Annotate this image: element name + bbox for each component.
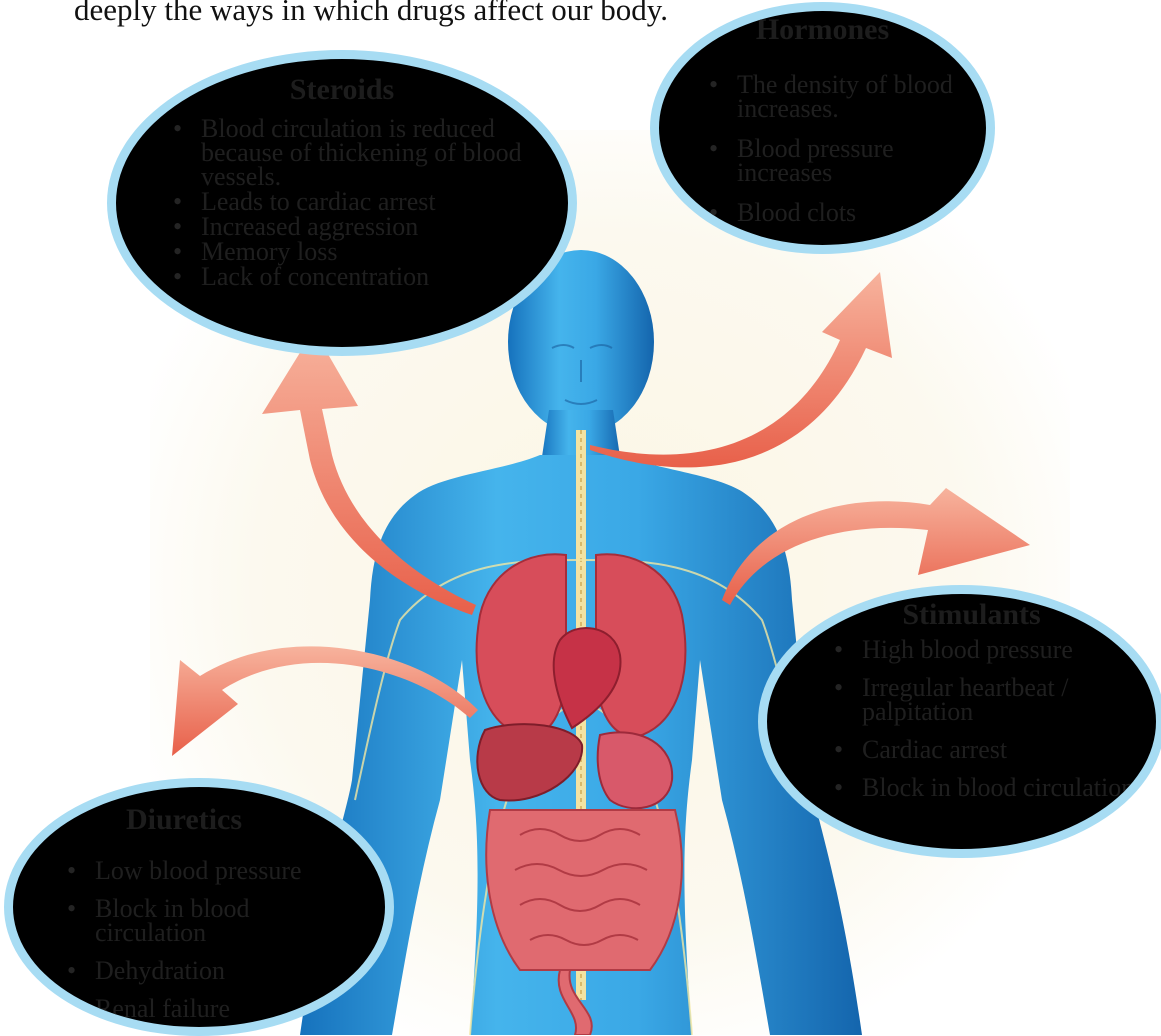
steroids-bubble: Steroids Blood circulation is reduced be… [107, 50, 577, 356]
list-item: Block in blood circulation [832, 776, 1152, 800]
list-item: Cardiac arrest [832, 738, 1152, 762]
list-item: Renal failure [65, 997, 365, 1021]
hormones-bubble: Hormones The density of blood increases.… [650, 2, 995, 254]
list-item: Memory loss [171, 240, 531, 264]
list-item: Blood clots [707, 201, 977, 225]
hormones-effects-list: The density of blood increases. Blood pr… [707, 73, 977, 241]
list-item: The density of blood increases. [707, 73, 977, 121]
list-item: Blood pressure increases [707, 137, 977, 185]
list-item: High blood pressure [832, 638, 1152, 662]
stimulants-effects-list: High blood pressure Irregular heartbeat … [832, 638, 1152, 814]
list-item: Low blood pressure [65, 859, 365, 883]
list-item: Lack of concentration [171, 265, 531, 289]
list-item: Blood circulation is reduced because of … [171, 117, 531, 189]
list-item: Block in blood circulation [65, 897, 365, 945]
diuretics-bubble: Diuretics Low blood pressure Block in bl… [4, 778, 394, 1036]
list-item: Irregular heartbeat / palpitation [832, 676, 1152, 724]
diuretics-effects-list: Low blood pressure Block in blood circul… [65, 859, 365, 1035]
stimulants-bubble: Stimulants High blood pressure Irregular… [758, 585, 1161, 858]
list-item: Dehydration [65, 959, 365, 983]
list-item: Increased aggression [171, 215, 531, 239]
steroids-effects-list: Blood circulation is reduced because of … [171, 117, 531, 290]
list-item: Leads to cardiac arrest [171, 190, 531, 214]
